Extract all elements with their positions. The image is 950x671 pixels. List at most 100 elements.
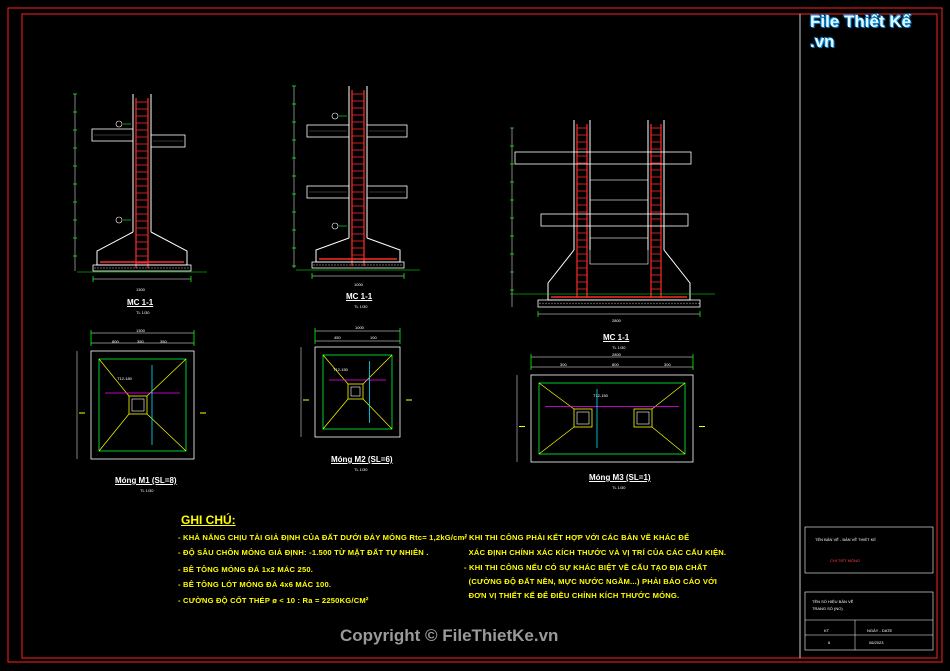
section-3-gravel [578,302,580,305]
section-2-lean-concrete [311,261,405,269]
section-3-gravel [611,302,613,305]
section-2-gravel [361,264,363,266]
section-2-gravel [337,264,339,266]
section-3-gravel [587,302,589,305]
plan-scale-m1: TL 1/30 [140,488,154,493]
plan-m3-diag [538,426,575,455]
section-caption-2: MC 1-1 [346,292,373,301]
section-3-gravel [614,302,616,305]
section-3-gravel [617,302,619,305]
section-2-gravel [373,264,375,266]
section-2-gravel [340,264,342,266]
section-2-gravel [322,264,324,266]
plan-m2-diag [362,398,393,430]
section-1-marker-2 [115,216,123,224]
section-3-gravel [626,302,628,305]
note-right-3: - KHI THI CÔNG NẾU CÓ SỰ KHÁC BIỆT VỀ CẤ… [464,563,708,572]
section-3-gravel [629,302,631,305]
section-3-gravel [548,302,550,305]
plan-m3-outline [530,374,694,463]
plan-m1-column-inner-1 [131,398,145,412]
plan-caption-m1: Móng M1 (SL=8) [115,476,177,485]
section-3-beam-1 [514,151,692,165]
section-2-gravel [349,264,351,266]
section-3-gravel [671,302,673,305]
section-3-tie-beam [589,179,649,201]
section-1-gravel [94,267,96,269]
plan-m2-outline [314,346,401,438]
section-1-gravel [169,267,171,269]
section-2-gravel [346,264,348,266]
plan-m3-footing-pad [538,382,686,455]
section-1-gravel [157,267,159,269]
section-2-gravel [313,264,315,266]
note-left-2: - ĐỘ SÂU CHÔN MÓNG GIẢ ĐỊNH: -1.500 TỪ M… [178,548,429,557]
section-1-lean-concrete [92,264,192,272]
section-2-gravel [376,264,378,266]
section-2-gravel [319,264,321,266]
section-1-gravel [142,267,144,269]
titleblock-line3b: TRANG SỐ (NO) [812,606,843,611]
note-right-2: XÁC ĐỊNH CHÍNH XÁC KÍCH THƯỚC VÀ VỊ TRÍ … [464,548,727,557]
section-3-gravel [584,302,586,305]
dim-m2-sub-2: 100 [370,335,377,340]
section-1-gravel [163,267,165,269]
section-1-gravel [184,267,186,269]
section-1-gravel [118,267,120,269]
section-3-gravel [623,302,625,305]
section-3-gravel [563,302,565,305]
note-left-5: - CƯỜNG ĐỘ CỐT THÉP ø < 10 : Ra = 2250KG… [178,596,369,605]
notes-title: GHI CHÚ: [181,513,236,527]
outer-frame [7,7,943,663]
section-3-gravel [683,302,685,305]
plan-m3-column-inner-2 [636,411,650,425]
section-2-marker-2 [331,222,339,230]
section-2-gravel [367,264,369,266]
section-1-gravel [160,267,162,269]
plan-m1-diag [146,358,187,397]
section-2-gravel [370,264,372,266]
section-2-beam-2 [366,124,408,138]
plan-m1-diag [146,413,187,452]
section-1-gravel [187,267,189,269]
section-3-gravel [656,302,658,305]
section-1-gravel [130,267,132,269]
plan-m1-rebar-label: T12-180 [117,376,132,381]
note-left-1: - KHẢ NĂNG CHỊU TẢI GIẢ ĐỊNH CỦA ĐẤT DƯỚ… [178,533,468,542]
section-1-gravel [166,267,168,269]
file-thiet-ke-logo: File Thiết Kế .vn [810,12,922,51]
plan-m3-column-2 [633,408,653,428]
plan-m1-diag [98,358,130,397]
section-2-gravel [316,264,318,266]
plan-m1-outline [90,350,195,460]
section-3-beam-2 [540,213,689,227]
section-3-gravel [608,302,610,305]
plan-m2-diag [322,354,349,385]
section-1-gravel [136,267,138,269]
inner-frame [21,13,938,659]
copyright-watermark: Copyright © FileThietKe.vn [340,626,559,645]
section-1-beam-1 [91,128,134,142]
plan-caption-m2: Móng M2 (SL=6) [331,455,393,464]
dim-m1-sub-1: 800 [112,339,119,344]
plan-m1-diag [98,413,130,452]
plan-m2-column-1 [347,383,364,400]
section-1-gravel [106,267,108,269]
section-3-gravel [599,302,601,305]
section-2-gravel [331,264,333,266]
plan-m3-diag [538,382,575,410]
section-2-gravel [382,264,384,266]
section-3-gravel [593,302,595,305]
section-3-gravel [566,302,568,305]
dim-m3-section-bottom: 2800 [612,318,621,323]
title-block-box-1 [804,526,934,574]
note-right-4: (CƯỜNG ĐỘ ĐẤT NỀN, MỰC NƯỚC NGẦM...) PHẢ… [464,577,718,586]
titleblock-cell-c: 6 [828,640,831,645]
note-left-4: - BÊ TÔNG LÓT MÓNG ĐÁ 4x6 MÁC 100. [178,580,332,589]
section-2-gravel [328,264,330,266]
titleblock-line2: CHI TIẾT MÓNG [830,558,861,563]
section-3-gravel [560,302,562,305]
titleblock-cell-a: KT [824,628,830,633]
